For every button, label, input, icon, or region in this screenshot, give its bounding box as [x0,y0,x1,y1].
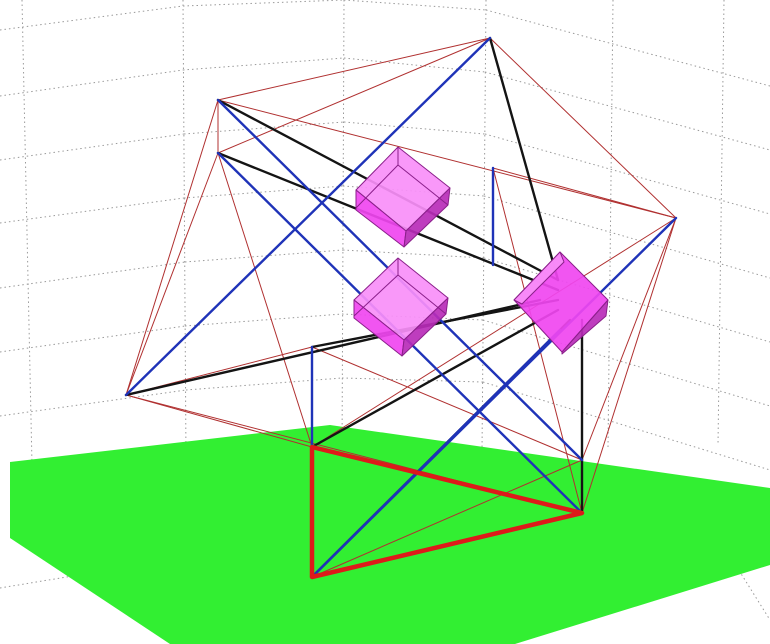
grid-line [0,198,184,223]
upper-cube [356,147,450,247]
cable [218,153,312,447]
grid-line [718,0,724,445]
cable [218,38,490,100]
grid-line [344,122,485,134]
cube-front-face [514,252,608,352]
grid-line [486,10,770,86]
grid-line [22,0,32,465]
grid-line [183,58,344,70]
grid-line [186,378,342,390]
grid-line [183,0,344,6]
grid-line [482,0,486,452]
cable [218,38,490,153]
grid-line [185,314,342,326]
grid-line [342,378,483,382]
grid-line [0,6,183,30]
cable [490,38,676,218]
strut [490,38,558,280]
grid-line [0,70,183,96]
lower-cube [354,258,448,356]
cable [493,168,676,218]
grid-line [0,134,184,160]
grid-line [344,0,486,10]
grid-line [183,0,186,460]
ground-plane [10,425,770,644]
grid-line [485,72,770,150]
side-cube [514,252,608,354]
grid-line [184,186,343,198]
cable [582,218,676,460]
strut [312,310,558,447]
cable [126,153,218,395]
grid-line [342,0,344,456]
grid-line [0,326,185,352]
